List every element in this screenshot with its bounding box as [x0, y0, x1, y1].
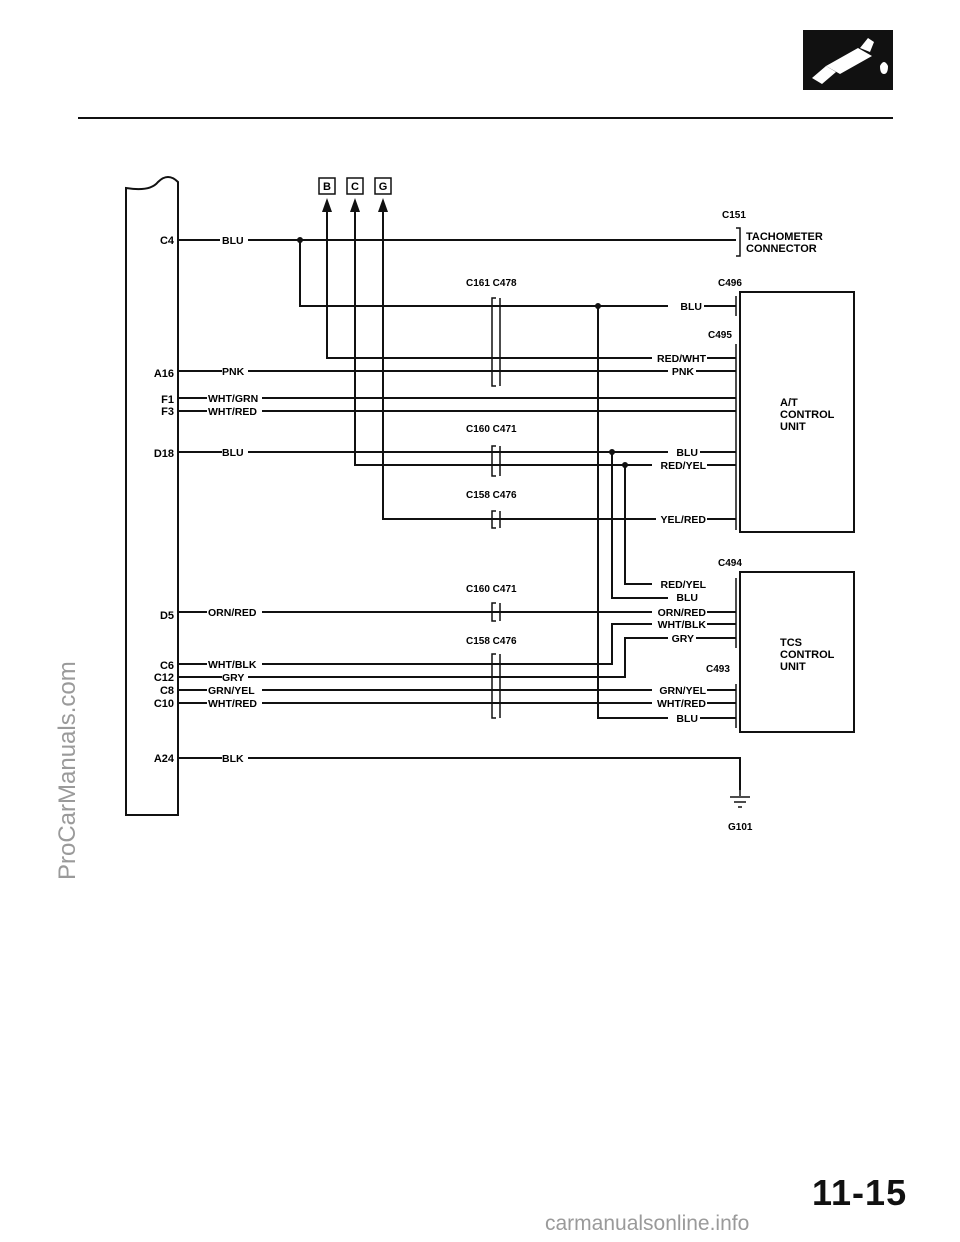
svg-text:G: G [379, 181, 388, 193]
wire-label-wht-blk: WHT/BLK [208, 659, 257, 671]
tcs-control-unit [739, 571, 855, 733]
connector-c161-c478: C161 C478 [466, 278, 517, 289]
tachometer-label-1: TACHOMETER [746, 231, 823, 243]
wire-label-orn-red: ORN/RED [208, 607, 257, 619]
watermark-bottom: carmanualsonline.info [545, 1212, 750, 1235]
wire-label-blu-c496: BLU [680, 301, 702, 313]
wire-label-grn-yel: GRN/YEL [208, 685, 255, 697]
connector-c151: C151 [722, 210, 746, 221]
wire-label-blu-d18: BLU [222, 447, 244, 459]
inline-connectors [491, 227, 741, 728]
connector-c158-c476-a: C158 C476 [466, 490, 517, 501]
pin-d5: D5 [160, 610, 174, 622]
connector-c494: C494 [718, 558, 742, 569]
tcs-unit-label-3: UNIT [780, 661, 806, 673]
wire-label-red-yel-at: RED/YEL [660, 460, 706, 472]
wire-label-yel-red: YEL/RED [660, 514, 706, 526]
at-unit-label-3: UNIT [780, 421, 806, 433]
svg-text:C: C [351, 181, 359, 193]
connector-c160-c471-b: C160 C471 [466, 584, 517, 595]
page-number: 11-15 [812, 1172, 908, 1213]
at-control-unit [739, 291, 855, 533]
wire-label-blk: BLK [222, 753, 244, 765]
reference-g: G [374, 177, 392, 212]
wire-label-gry-tcs: GRY [672, 633, 694, 645]
wires [178, 212, 741, 790]
connector-c496: C496 [718, 278, 742, 289]
wire-label-blu-at: BLU [676, 447, 698, 459]
fuel-nozzle-icon [803, 30, 893, 90]
wire-label-wht-red-tcs: WHT/RED [657, 698, 706, 710]
pin-c4: C4 [160, 235, 175, 247]
wire-label-pnk: PNK [222, 366, 245, 378]
wire-label-wht-red-c10: WHT/RED [208, 698, 257, 710]
wire-label-gry: GRY [222, 672, 244, 684]
wire-label-blu-c4: BLU [222, 235, 244, 247]
tcs-unit-label-1: TCS [780, 637, 802, 649]
pin-a16: A16 [154, 368, 174, 380]
wire-label-red-wht: RED/WHT [657, 353, 707, 365]
ground-g101: G101 [728, 822, 753, 833]
connector-c158-c476-b: C158 C476 [466, 636, 517, 647]
pin-c8: C8 [160, 685, 174, 697]
pin-d18: D18 [154, 448, 174, 460]
splice-dots [297, 237, 628, 468]
wire-label-orn-red-tcs: ORN/RED [658, 607, 707, 619]
pin-c6: C6 [160, 660, 174, 672]
svg-text:B: B [323, 181, 331, 193]
wire-label-red-yel-tcs: RED/YEL [660, 579, 706, 591]
reference-c: C [346, 177, 364, 212]
at-unit-label-1: A/T [780, 397, 798, 409]
wire-label-wht-grn: WHT/GRN [208, 393, 258, 405]
wire-label-grn-yel-tcs: GRN/YEL [659, 685, 706, 697]
pin-c12: C12 [154, 672, 174, 684]
watermark-left: ProCarManuals.com [24, 500, 81, 900]
ecm-box [125, 176, 179, 816]
wire-label-wht-blk-tcs: WHT/BLK [658, 619, 707, 631]
connector-c493: C493 [706, 664, 730, 675]
pin-f3: F3 [161, 406, 174, 418]
connector-c495: C495 [708, 330, 732, 341]
tachometer-label-2: CONNECTOR [746, 243, 817, 255]
tcs-unit-label-2: CONTROL [780, 649, 835, 661]
wire-label-blu-tcs-c493: BLU [676, 713, 698, 725]
wire-label-wht-red-f3: WHT/RED [208, 406, 257, 418]
wire-label-pnk-at: PNK [672, 366, 695, 378]
wire-label-blu-tcs: BLU [676, 592, 698, 604]
ground-icon [730, 790, 750, 808]
pin-f1: F1 [161, 394, 174, 406]
reference-b: B [318, 177, 336, 212]
connector-c160-c471-a: C160 C471 [466, 424, 517, 435]
watermark-left-text: ProCarManuals.com [54, 661, 81, 880]
at-unit-label-2: CONTROL [780, 409, 835, 421]
pin-c10: C10 [154, 698, 174, 710]
pin-a24: A24 [154, 753, 175, 765]
